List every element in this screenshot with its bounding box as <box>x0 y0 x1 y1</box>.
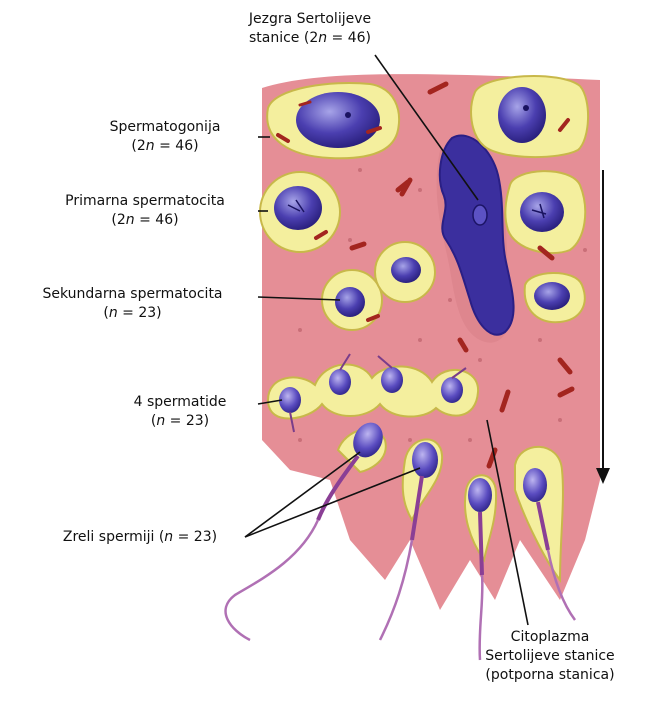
label-sertoli-cytoplasm: Citoplazma Sertolijeve stanice (potporna… <box>455 628 645 685</box>
label-text: = 23) <box>165 413 209 429</box>
label-line: Spermatogonija <box>80 118 250 137</box>
label-spermatogonia: Spermatogonija (2n = 46) <box>80 118 250 156</box>
label-italic-n: n <box>146 138 155 154</box>
label-text: Zreli spermiji ( <box>63 529 164 545</box>
label-line: Sekundarna spermatocita <box>10 285 255 304</box>
label-line: (n = 23) <box>10 304 255 323</box>
label-italic-n: n <box>109 305 118 321</box>
label-spermatids: 4 spermatide (n = 23) <box>110 393 250 431</box>
label-line: (n = 23) <box>110 412 250 431</box>
label-italic-n: n <box>164 529 173 545</box>
label-text: stanice (2 <box>249 30 318 46</box>
primary-spermatocyte-cell <box>260 172 340 252</box>
label-text: = 23) <box>173 529 217 545</box>
label-italic-n: n <box>318 30 327 46</box>
label-italic-n: n <box>126 212 135 228</box>
label-text: = 23) <box>118 305 162 321</box>
label-mature-sperm: Zreli spermiji (n = 23) <box>40 528 240 547</box>
label-line: (2n = 46) <box>35 211 255 230</box>
spermatogonium-cell <box>471 76 588 157</box>
label-line: Sertolijeve stanice <box>455 647 645 666</box>
spermatogonium-cell <box>267 83 399 158</box>
label-line: 4 spermatide <box>110 393 250 412</box>
label-secondary-spermatocyte: Sekundarna spermatocita (n = 23) <box>10 285 255 323</box>
secondary-spermatocyte-cell <box>525 273 585 322</box>
label-line: Primarna spermatocita <box>35 192 255 211</box>
label-line: (potporna stanica) <box>455 666 645 685</box>
label-line: Citoplazma <box>455 628 645 647</box>
label-line: stanice (2n = 46) <box>210 29 410 48</box>
label-text: = 46) <box>327 30 371 46</box>
label-line: Jezgra Sertolijeve <box>210 10 410 29</box>
label-text: = 46) <box>135 212 179 228</box>
label-primary-spermatocyte: Primarna spermatocita (2n = 46) <box>35 192 255 230</box>
primary-spermatocyte-cell <box>505 171 585 253</box>
label-line: (2n = 46) <box>80 137 250 156</box>
sertoli-nucleolus <box>473 205 487 225</box>
label-italic-n: n <box>156 413 165 429</box>
label-text: (2 <box>131 138 145 154</box>
label-text: (2 <box>111 212 125 228</box>
label-text: = 46) <box>155 138 199 154</box>
label-sertoli-nucleus: Jezgra Sertolijeve stanice (2n = 46) <box>210 10 410 48</box>
